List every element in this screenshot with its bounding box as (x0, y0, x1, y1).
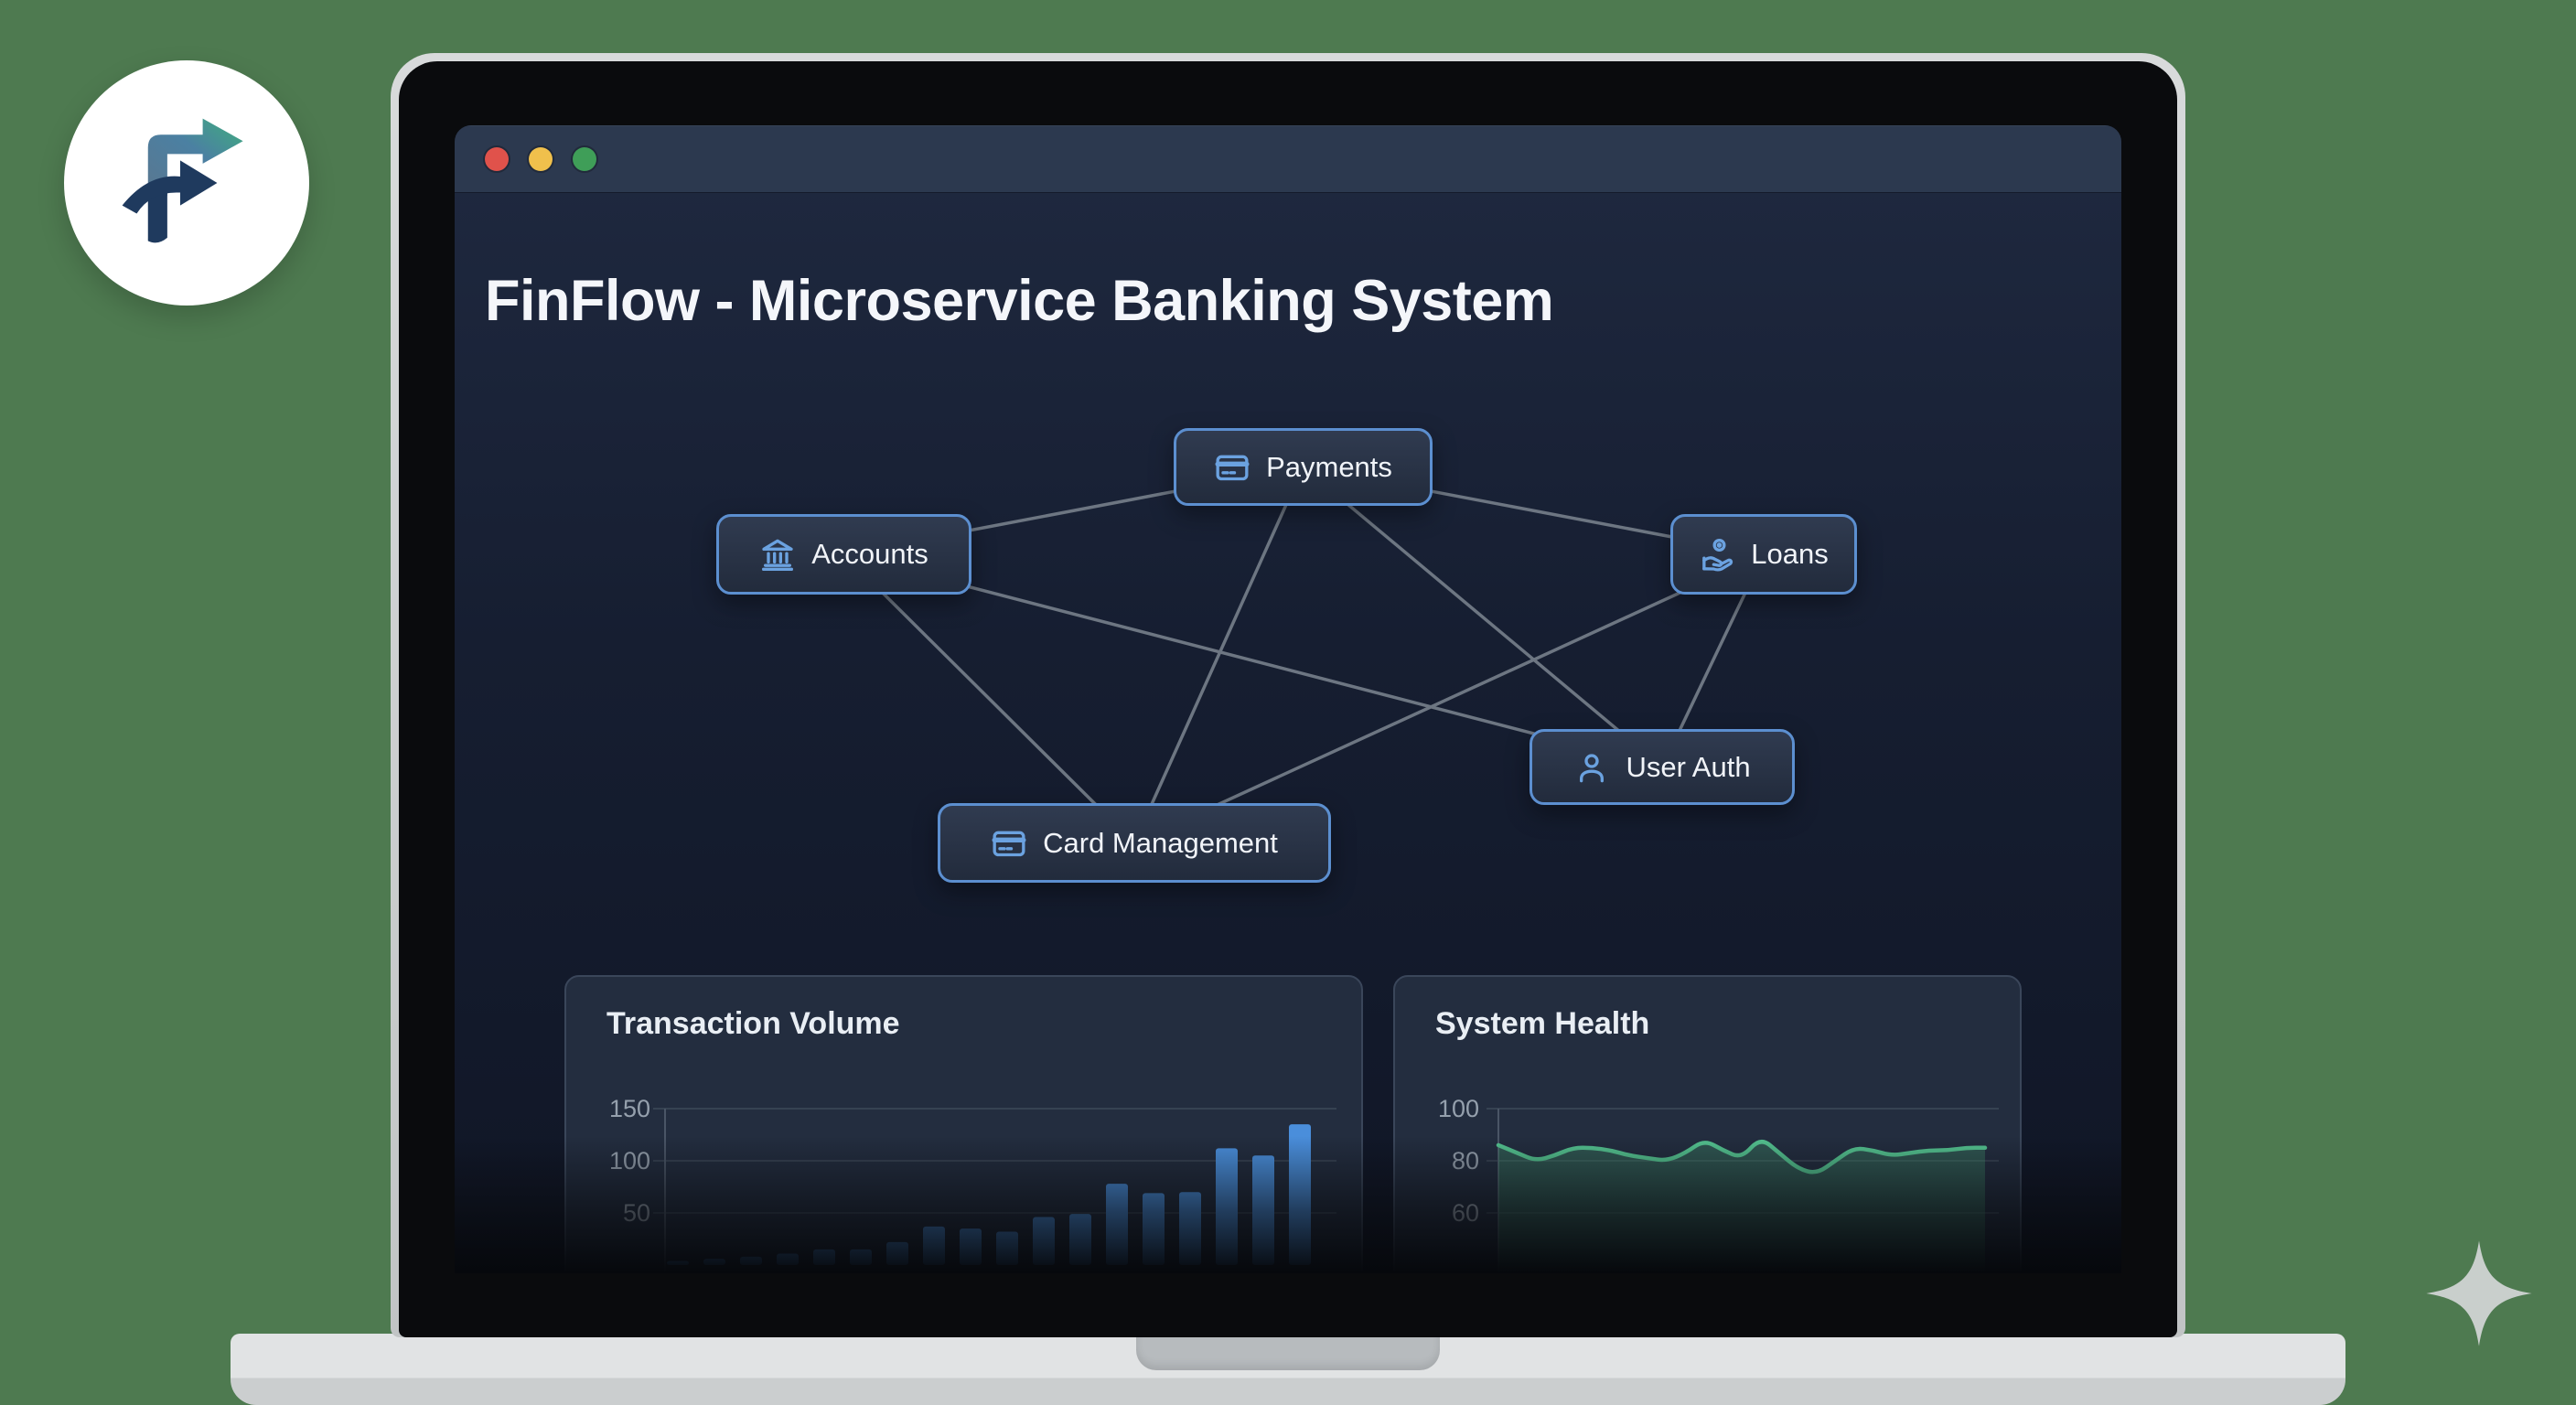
service-node-label: User Auth (1626, 750, 1751, 783)
svg-text:50: 50 (623, 1199, 650, 1227)
service-node-loans[interactable]: Loans (1670, 514, 1857, 595)
svg-text:150: 150 (609, 1095, 650, 1122)
service-node-label: Payments (1266, 450, 1392, 483)
service-node-accounts[interactable]: Accounts (716, 514, 971, 595)
hand-coin-icon (1699, 536, 1735, 573)
user-icon (1573, 749, 1610, 786)
browser-titlebar (455, 125, 2121, 192)
service-node-label: Loans (1751, 538, 1829, 570)
service-node-user-auth[interactable]: User Auth (1530, 729, 1795, 805)
credit-card-icon (1214, 449, 1250, 486)
svg-text:100: 100 (609, 1147, 650, 1174)
laptop-base-notch (1136, 1334, 1440, 1370)
chart-title-system-health: System Health (1435, 1006, 1650, 1041)
transaction-volume-card: 150 100 50 Transaction Volume (564, 975, 1363, 1273)
svg-text:60: 60 (1452, 1199, 1479, 1227)
browser-window: FinFlow - Microservice Banking System Pa… (455, 125, 2121, 1273)
chart-title-transaction-volume: Transaction Volume (606, 1006, 900, 1041)
credit-card-icon (991, 825, 1027, 862)
system-health-card: 100 80 60 System Health (1393, 975, 2022, 1273)
service-node-card-management[interactable]: Card Management (938, 803, 1331, 883)
finflow-logo-glyph (122, 118, 243, 243)
zoom-button[interactable] (571, 145, 598, 173)
finflow-logo (64, 60, 309, 306)
minimize-button[interactable] (527, 145, 554, 173)
laptop-base (231, 1334, 2345, 1405)
service-node-label: Accounts (811, 538, 928, 570)
svg-text:80: 80 (1452, 1147, 1479, 1174)
svg-text:100: 100 (1438, 1095, 1479, 1122)
bank-icon (759, 536, 796, 573)
service-node-payments[interactable]: Payments (1174, 428, 1433, 506)
sparkle-icon (2426, 1240, 2532, 1346)
page-title: FinFlow - Microservice Banking System (485, 269, 1554, 333)
close-button[interactable] (483, 145, 510, 173)
service-node-label: Card Management (1043, 826, 1278, 859)
